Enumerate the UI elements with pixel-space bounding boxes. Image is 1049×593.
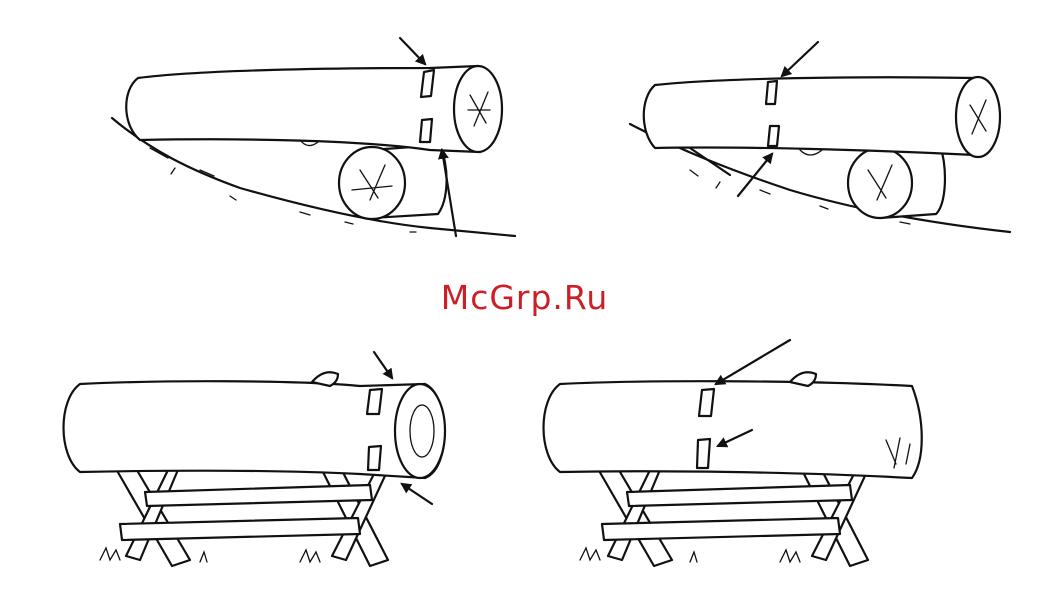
branch-stub [800,150,822,155]
bottom-cut-mark [420,119,432,142]
arrow-top-cut [374,352,392,378]
panel-log-on-slope-middle-cut [630,42,1010,232]
main-log-end [395,384,445,478]
branch-stub [312,372,338,386]
top-cut-mark [699,389,714,416]
support-log-end [339,147,405,219]
arrow-top-cut [400,38,425,64]
watermark-text: McGrp.Ru [0,278,1049,317]
main-log-body [126,66,495,152]
arrow-bottom-cut [402,484,432,504]
top-cut-mark [421,70,434,97]
bottom-cut-mark [768,126,779,146]
main-log-body [644,77,993,155]
stick-under-log [690,148,730,175]
panel-log-on-sawhorse-end-cut [64,352,446,566]
arrow-bottom-cut [738,154,772,196]
main-log-body [64,381,445,478]
arrow-top-cut [716,340,790,384]
bottom-cut-mark [697,439,710,468]
panel-log-on-slope-end-cut [112,38,515,236]
main-log-body [544,381,922,478]
bottom-cut-mark [368,446,381,470]
branch-stub [790,372,816,386]
top-cut-mark [766,81,777,104]
panel-log-on-sawhorse-overhang-cut [544,340,922,566]
top-cut-mark [367,389,382,414]
arrow-top-cut [782,42,818,76]
support-log-end [848,148,912,218]
